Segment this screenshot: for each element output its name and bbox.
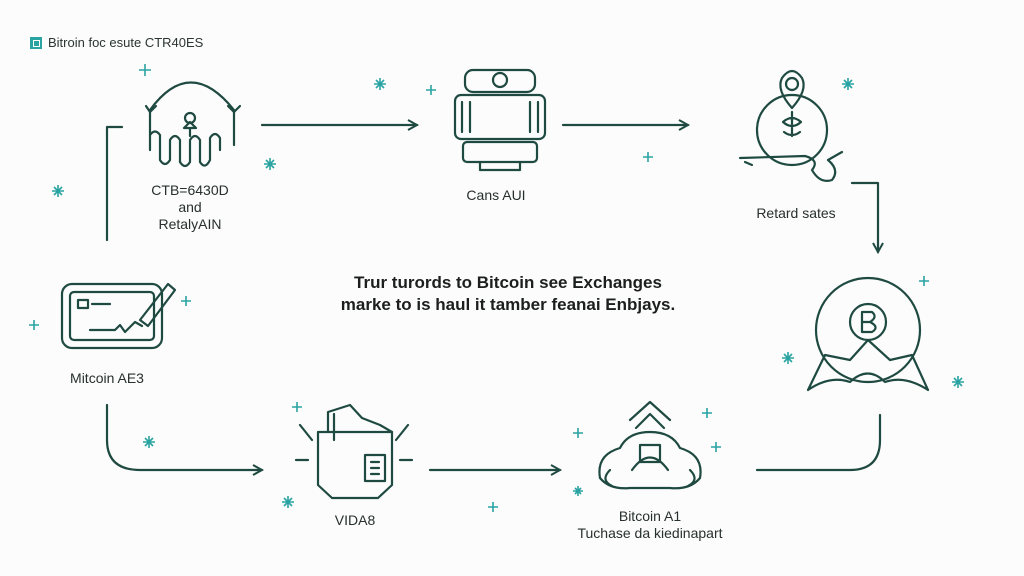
server-cloud-icon xyxy=(144,81,242,168)
sparkle-icon xyxy=(643,152,653,162)
header: Bitroin foc esute CTR40ES xyxy=(30,35,203,50)
sparkle-icon xyxy=(426,85,436,95)
sparkle-icon xyxy=(711,442,721,452)
sparkle-icon xyxy=(292,402,302,412)
sparkle-icon xyxy=(573,428,583,438)
node3-label: Retard sates xyxy=(756,205,836,221)
connector-6-7 xyxy=(105,403,262,470)
sparkle-icon xyxy=(29,320,39,330)
money-bag-hand-icon xyxy=(738,69,844,182)
sparkle-icon xyxy=(264,158,276,170)
sparkle-icon xyxy=(842,78,854,90)
sparkle-icon xyxy=(139,64,151,76)
header-title: Bitroin foc esute CTR40ES xyxy=(48,35,204,50)
sparkle-icon xyxy=(52,185,64,197)
node7-label: Mitcoin AE3 xyxy=(70,370,144,386)
center-caption-line2: marke to is haul it tamber feanai Enbjay… xyxy=(340,295,676,314)
bitcoin-tent-icon xyxy=(806,276,930,392)
node5-line1: Bitcoin A1 xyxy=(618,508,682,524)
database-drum-icon xyxy=(453,68,547,172)
node1-line2: and xyxy=(178,199,202,215)
sparkle-icon xyxy=(919,276,929,286)
sparkle-icon xyxy=(282,496,294,508)
node6-label: VIDA8 xyxy=(334,512,376,528)
sparkle-icon xyxy=(702,408,712,418)
node2-label: Cans AUI xyxy=(466,187,526,203)
sparkle-icon xyxy=(573,486,583,496)
square-logo-icon xyxy=(30,36,42,49)
node1-label: CTB=6430D and RetalyAIN xyxy=(151,182,228,233)
bitcoin-gear-icon xyxy=(598,400,702,490)
signature-card-icon xyxy=(60,282,177,350)
sparkle-icon xyxy=(181,296,191,306)
connector-3-4 xyxy=(850,181,878,252)
node5-label: Bitcoin A1 Tuchase da kiedinapart xyxy=(577,508,722,542)
sparkle-icon xyxy=(374,78,386,90)
sparkle-icon xyxy=(488,502,498,512)
connector-7-1 xyxy=(105,125,124,242)
sparkle-icon xyxy=(782,352,794,364)
sparkle-icon xyxy=(952,376,964,388)
node5-line2: Tuchase da kiedinapart xyxy=(577,525,723,541)
node1-line1: CTB=6430D xyxy=(151,182,229,198)
connector-4-5 xyxy=(755,413,882,472)
node1-line3: RetalyAIN xyxy=(158,216,222,232)
sparkle-icon xyxy=(143,436,155,448)
device-chip-icon xyxy=(294,403,414,500)
center-caption: Trur turords to Bitcoin see Exchanges ma… xyxy=(341,272,675,316)
sparkle-decorations xyxy=(29,64,964,512)
center-caption-line1: Trur turords to Bitcoin see Exchanges xyxy=(354,273,662,292)
